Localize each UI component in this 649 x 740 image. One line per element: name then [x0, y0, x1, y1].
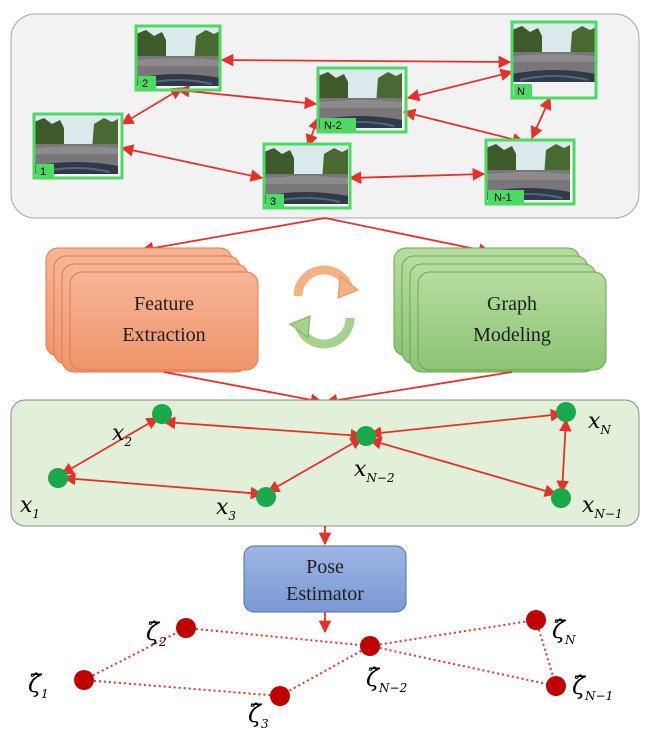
pose-estimator-module: Pose Estimator	[243, 545, 407, 613]
graph-label-line2: Modeling	[473, 324, 551, 346]
label-zn2: ζ̂N−2	[366, 664, 407, 695]
frame-label-3: 3	[270, 196, 276, 208]
pose-graph-nodes	[74, 610, 566, 706]
node-x1	[48, 468, 68, 488]
label-xn2: xN−2	[354, 457, 395, 485]
frame-1: 1	[32, 112, 124, 180]
label-z3: ζ̂3	[248, 700, 269, 731]
frame-edges	[120, 53, 552, 184]
pose-node-3	[270, 686, 290, 706]
feature-graph-labels: x1 x2 x3 xN−2 xN xN−1	[20, 409, 623, 523]
pose-graph-labels: ζ̂1 ζ̂2 ζ̂3 ζ̂N−2 ζ̂N ζ̂N−1	[28, 616, 613, 731]
frame-3: 3	[262, 142, 352, 210]
edge-3-n1	[348, 168, 486, 184]
frame-label-2: 2	[142, 78, 148, 90]
node-xn1	[551, 488, 571, 508]
label-zn1: ζ̂N−1	[572, 672, 613, 703]
pose-label-line2: Estimator	[286, 583, 364, 605]
edge-2-n	[220, 53, 512, 69]
label-xn: xN	[588, 409, 611, 437]
frame-2: 2	[134, 24, 222, 92]
pose-graph-edges	[83, 619, 557, 697]
node-xn2	[356, 426, 376, 446]
pose-node-n1	[546, 676, 566, 696]
label-z2: ζ̂2	[146, 618, 167, 649]
feature-graph-nodes	[48, 402, 576, 508]
pose-node-2	[176, 618, 196, 638]
edge-n2-n	[406, 68, 514, 102]
label-x2: x2	[112, 421, 132, 449]
frame-label-n: N	[517, 86, 525, 98]
edge-n2-n1	[402, 108, 526, 146]
edge-n-n1	[530, 96, 552, 140]
label-z1: ζ̂1	[28, 670, 49, 701]
graph-modeling-module: Graph Modeling	[393, 247, 607, 373]
feature-graph-panel	[10, 399, 640, 527]
frame-label-n1: N-1	[494, 192, 512, 204]
feature-graph-edges	[60, 408, 572, 500]
edge-2-n2	[176, 84, 318, 110]
frame-label-1: 1	[40, 166, 46, 178]
split-arrows	[140, 217, 492, 256]
frame-n1: N-1	[484, 138, 576, 206]
pose-node-n	[526, 610, 546, 630]
frame-label-n2: N-2	[324, 120, 342, 132]
feature-extraction-module: Feature Extraction	[45, 247, 259, 373]
node-x2	[152, 404, 172, 424]
graph-label-line1: Graph	[487, 293, 537, 315]
node-x3	[256, 487, 276, 507]
merge-arrows	[163, 371, 513, 407]
frame-n: N	[510, 20, 598, 100]
label-x3: x3	[216, 495, 236, 523]
label-zn: ζ̂N	[552, 616, 576, 647]
label-xn1: xN−1	[582, 493, 623, 521]
label-x1: x1	[20, 493, 40, 521]
pose-node-n2	[360, 636, 380, 656]
feature-label-line2: Extraction	[122, 324, 205, 346]
edge-n2-3	[305, 116, 321, 148]
edge-1-3	[120, 144, 264, 182]
feature-label-line1: Feature	[134, 293, 194, 315]
cycle-icon	[289, 265, 359, 349]
node-xn	[556, 402, 576, 422]
pose-label-line1: Pose	[306, 556, 344, 578]
edge-1-2	[120, 87, 184, 125]
frame-n2: N-2	[316, 66, 408, 134]
pose-node-1	[74, 670, 94, 690]
